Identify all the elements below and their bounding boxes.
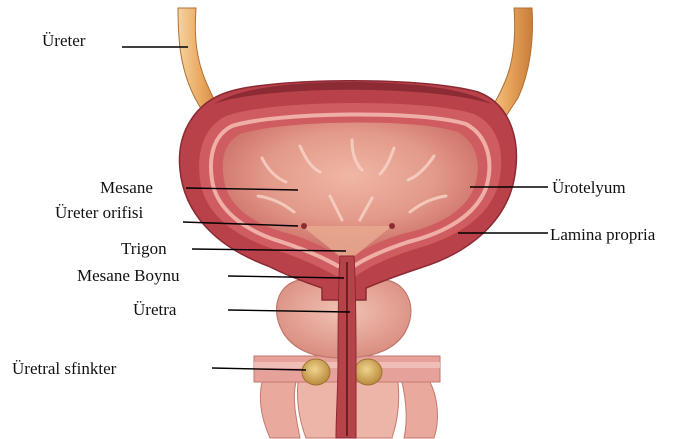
label-ureter-orifisi: Üreter orifisi — [55, 203, 144, 222]
right-sphincter — [354, 359, 382, 385]
label-trigon: Trigon — [121, 239, 167, 258]
label-mesane: Mesane — [100, 178, 153, 197]
label-uretral-sfinkter: Üretral sfinkter — [12, 359, 117, 378]
label-uretra: Üretra — [133, 300, 177, 319]
left-ureteric-orifice — [301, 223, 307, 229]
label-lamina-propria: Lamina propria — [550, 225, 656, 244]
lower-left-tissue — [260, 382, 300, 438]
left-sphincter — [302, 359, 330, 385]
label-ureter: Üreter — [42, 31, 86, 50]
label-mesane-boynu: Mesane Boynu — [77, 266, 180, 285]
lower-right-tissue — [402, 382, 437, 438]
label-urotelyum: Ürotelyum — [552, 178, 626, 197]
right-ureteric-orifice — [389, 223, 395, 229]
